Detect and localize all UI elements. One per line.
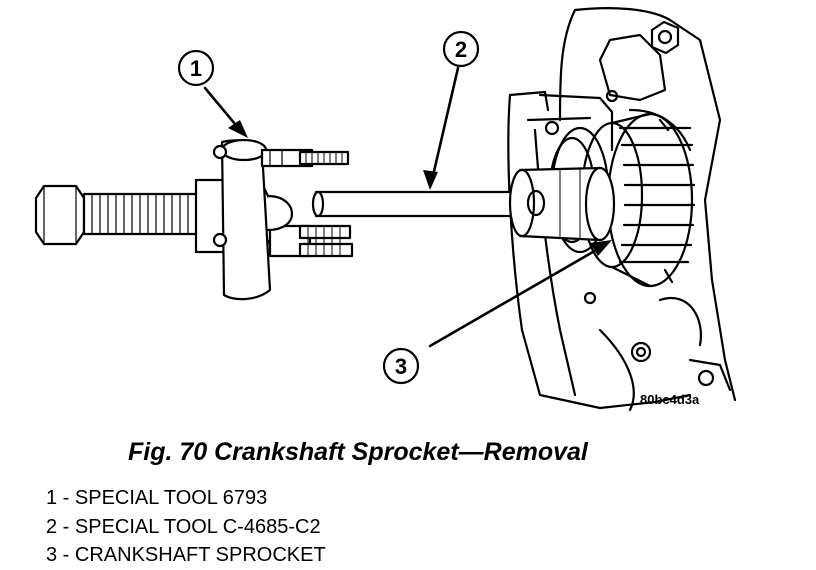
callout-1-arrowhead: [228, 120, 248, 138]
crankshaft-sprocket-removal-illustration: 1 2 3 80bc4d3a: [34, 7, 737, 412]
legend-item: 2 - SPECIAL TOOL C-4685-C2: [46, 515, 321, 538]
callout-3-circle: [382, 347, 420, 385]
special-tool-6793: [34, 138, 354, 301]
callout-2-circle: [442, 30, 480, 68]
legend-list: 1 - SPECIAL TOOL 6793 2 - SPECIAL TOOL C…: [46, 484, 326, 570]
callout-3-arrowhead: [590, 240, 612, 256]
special-tool-c-4685-c2: [311, 166, 616, 242]
callout-3-number: 3: [395, 354, 407, 379]
engine-block: [507, 7, 737, 412]
legend-item: 1 - SPECIAL TOOL 6793: [46, 487, 268, 509]
callout-2-arrowhead: [423, 170, 438, 190]
legend-item: 3 - CRANKSHAFT SPROCKET: [46, 544, 326, 566]
callout-leaders: [203, 66, 607, 348]
figure-caption: Fig. 70 Crankshaft Sprocket—Removal: [128, 438, 588, 466]
image-code: 80bc4d3a: [640, 392, 700, 407]
callout-1-circle: [177, 49, 215, 87]
callout-1-number: 1: [190, 56, 202, 81]
callout-2-number: 2: [455, 37, 467, 62]
